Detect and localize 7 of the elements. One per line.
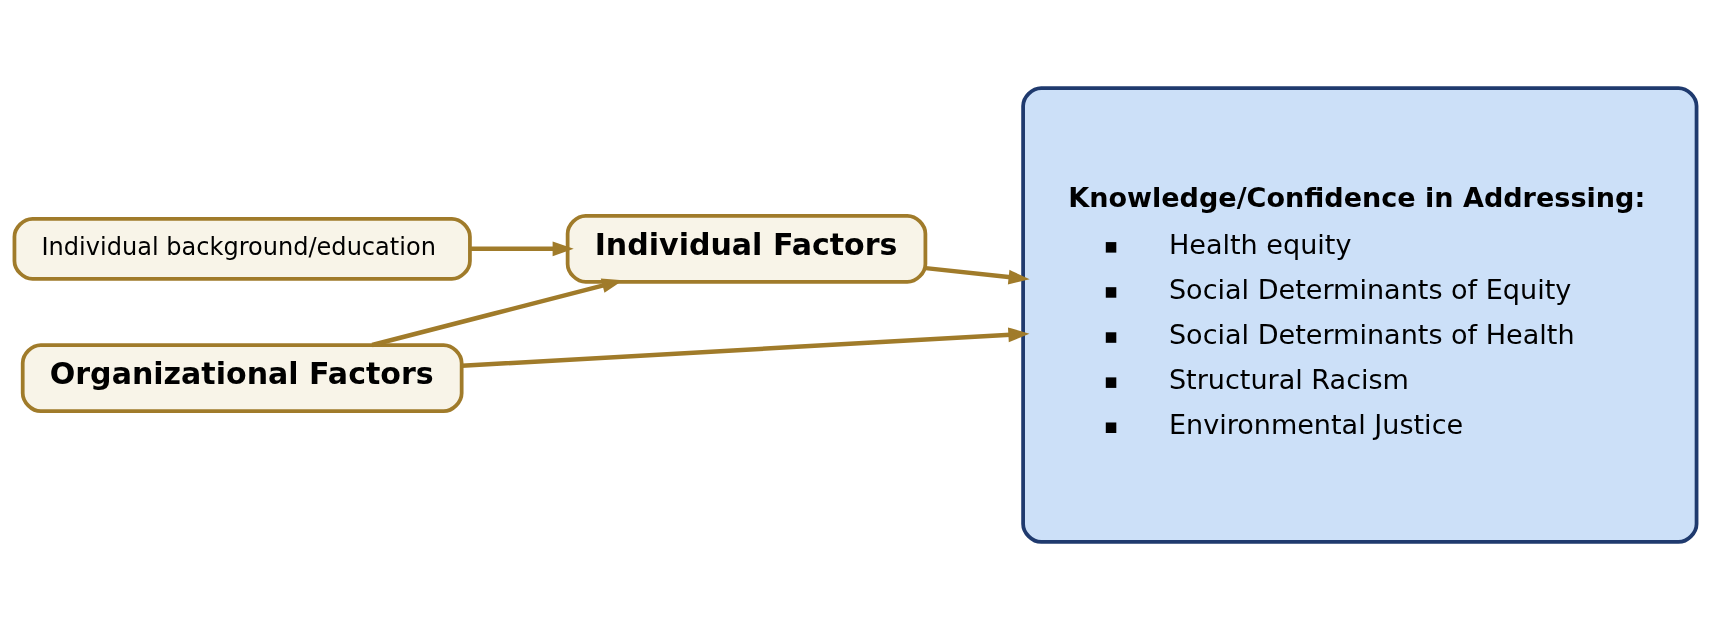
- node-box: Individual Factors: [565, 213, 928, 284]
- node-box: Individual background/education: [12, 216, 472, 281]
- arrow: [925, 265, 1030, 284]
- node-box: Knowledge/Confidence in Addressing: Health equity Social Determinants of Equity Social Determinants of Health Structural Racism Environmental Justice: [1021, 85, 1699, 544]
- arrow: [461, 326, 1030, 368]
- node-box: Organizational Factors: [20, 342, 464, 413]
- arrow: [470, 240, 574, 256]
